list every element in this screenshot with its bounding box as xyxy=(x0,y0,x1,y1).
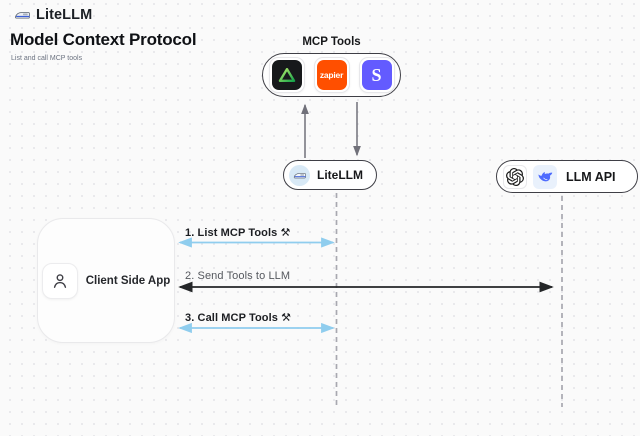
page-subtitle: List and call MCP tools xyxy=(11,55,83,62)
mcp-tile-frame: zapier xyxy=(313,57,350,93)
brand-label: LiteLLM xyxy=(36,7,93,23)
openai-icon xyxy=(503,164,527,189)
train-icon xyxy=(289,164,310,186)
triangle-tool-icon xyxy=(271,60,302,90)
zapier-icon: zapier xyxy=(316,60,347,90)
zapier-label: zapier xyxy=(319,70,344,80)
litellm-node: LiteLLM xyxy=(283,160,377,190)
person-icon xyxy=(41,262,78,299)
client-node-label: Client Side App xyxy=(85,274,171,287)
stripe-label: S xyxy=(371,64,382,85)
mcp-tools-label: MCP Tools xyxy=(302,36,361,48)
stripe-icon: S xyxy=(361,60,392,90)
mcp-tile-frame xyxy=(268,57,305,93)
llm-api-node: LLM API xyxy=(496,160,638,193)
message-label-list-mcp-tools: 1. List MCP Tools ⚒ xyxy=(185,227,291,239)
page-title: Model Context Protocol xyxy=(10,30,197,49)
client-side-app-node: Client Side App xyxy=(37,218,175,343)
litellm-node-label: LiteLLM xyxy=(317,168,363,182)
message-label-send-tools: 2. Send Tools to LLM xyxy=(185,270,291,282)
train-icon xyxy=(14,7,30,23)
deepseek-icon xyxy=(533,164,557,189)
message-label-call-mcp-tools: 3. Call MCP Tools ⚒ xyxy=(185,312,292,324)
mcp-tools-box: zapier S xyxy=(262,53,401,97)
mcp-tile-frame: S xyxy=(358,57,395,93)
litellm-brand: LiteLLM xyxy=(14,7,92,23)
llm-api-node-label: LLM API xyxy=(566,169,616,184)
